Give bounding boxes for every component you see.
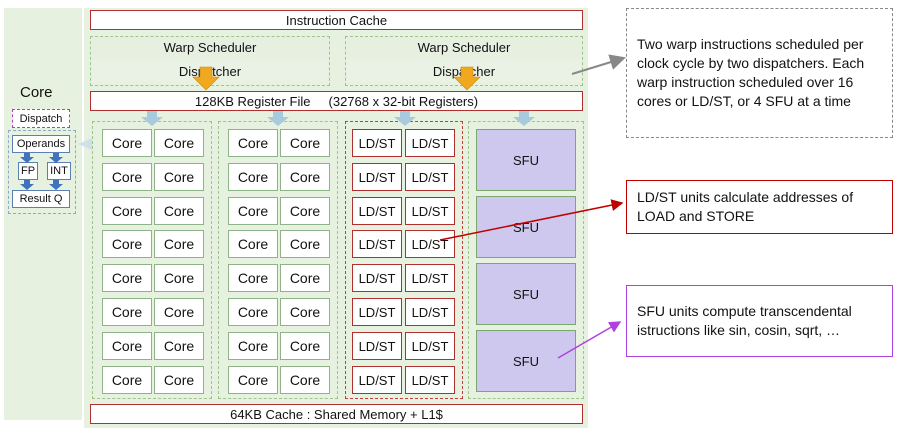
core-unit: Core	[228, 366, 278, 394]
ldst-unit: LD/ST	[405, 197, 455, 225]
dispatcher-right: Dispatcher	[347, 60, 581, 82]
ldst-unit: LD/ST	[405, 298, 455, 326]
ldst-unit: LD/ST	[352, 298, 402, 326]
core-unit: Core	[102, 197, 152, 225]
ldst-unit: LD/ST	[352, 332, 402, 360]
ldst-unit: LD/ST	[352, 366, 402, 394]
core-detail-operands: Operands	[12, 135, 70, 153]
register-file: 128KB Register File (32768 x 32-bit Regi…	[90, 91, 583, 111]
ldst-unit: LD/ST	[352, 197, 402, 225]
ldst-unit: LD/ST	[405, 332, 455, 360]
ldst-unit: LD/ST	[405, 129, 455, 157]
core-unit: Core	[280, 366, 330, 394]
core-unit: Core	[102, 298, 152, 326]
warp-scheduler-left: Warp Scheduler	[92, 37, 328, 57]
core-detail-dispatch: Dispatch	[12, 109, 70, 128]
core-unit: Core	[280, 230, 330, 258]
ldst-unit: LD/ST	[352, 129, 402, 157]
core-unit: Core	[102, 332, 152, 360]
core-unit: Core	[228, 163, 278, 191]
register-file-label: 128KB Register File	[194, 93, 311, 109]
ldst-unit: LD/ST	[405, 163, 455, 191]
ldst-unit: LD/ST	[405, 230, 455, 258]
core-unit: Core	[154, 366, 204, 394]
sfu-unit: SFU	[476, 129, 576, 191]
core-unit: Core	[102, 230, 152, 258]
core-unit: Core	[154, 163, 204, 191]
core-unit: Core	[280, 197, 330, 225]
shared-memory: 64KB Cache : Shared Memory + L1$	[90, 404, 583, 424]
core-detail-result: Result Q	[12, 190, 70, 208]
core-unit: Core	[154, 197, 204, 225]
core-unit: Core	[102, 163, 152, 191]
ldst-unit: LD/ST	[405, 366, 455, 394]
ldst-unit: LD/ST	[405, 264, 455, 292]
ldst-note: LD/ST units calculate addresses of LOAD …	[626, 180, 893, 234]
ldst-unit: LD/ST	[352, 163, 402, 191]
sfu-unit: SFU	[476, 263, 576, 325]
core-unit: Core	[228, 264, 278, 292]
core-unit: Core	[102, 264, 152, 292]
core-detail-panel	[4, 8, 82, 420]
dispatcher-left: Dispatcher	[92, 60, 328, 82]
core-detail-title: Core	[20, 84, 53, 101]
core-unit: Core	[280, 129, 330, 157]
core-detail-dashed-frame	[8, 130, 76, 214]
core-unit: Core	[228, 129, 278, 157]
core-unit: Core	[102, 129, 152, 157]
core-unit: Core	[154, 298, 204, 326]
core-unit: Core	[154, 332, 204, 360]
core-unit: Core	[154, 129, 204, 157]
sfu-note: SFU units compute transcendental istruct…	[626, 285, 893, 357]
sfu-unit: SFU	[476, 330, 576, 392]
core-unit: Core	[228, 230, 278, 258]
core-unit: Core	[228, 298, 278, 326]
core-unit: Core	[280, 298, 330, 326]
ldst-unit: LD/ST	[352, 230, 402, 258]
core-unit: Core	[154, 264, 204, 292]
warp-note: Two warp instructions scheduled per cloc…	[626, 8, 893, 138]
instruction-cache: Instruction Cache	[90, 10, 583, 30]
warp-scheduler-right: Warp Scheduler	[347, 37, 581, 57]
core-unit: Core	[102, 366, 152, 394]
ldst-unit: LD/ST	[352, 264, 402, 292]
core-unit: Core	[280, 163, 330, 191]
core-unit: Core	[228, 332, 278, 360]
core-unit: Core	[280, 264, 330, 292]
register-file-detail: (32768 x 32-bit Registers)	[328, 93, 479, 109]
core-unit: Core	[228, 197, 278, 225]
sfu-unit: SFU	[476, 196, 576, 258]
core-unit: Core	[154, 230, 204, 258]
core-unit: Core	[280, 332, 330, 360]
